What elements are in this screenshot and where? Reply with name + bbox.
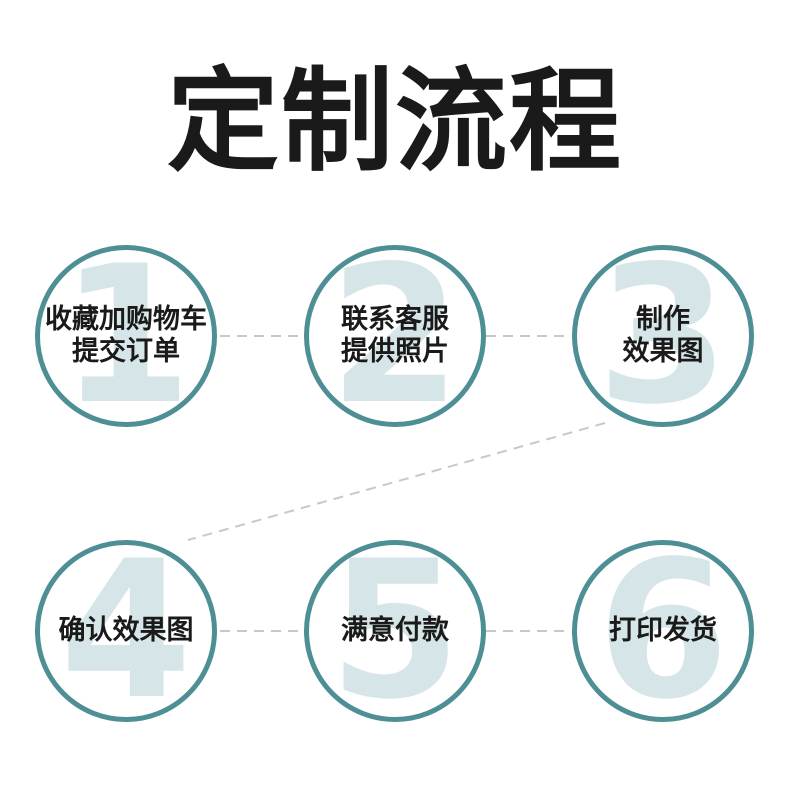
step-label: 满意付款 [309,545,481,717]
step-number: 4 [59,540,193,722]
step-label: 联系客服 提供照片 [309,250,481,422]
step-number: 1 [59,245,193,427]
step-label-line: 制作 [636,304,690,335]
step-label-line: 确认效果图 [58,615,194,646]
step-number: 6 [596,540,730,722]
step-label-line: 提供照片 [341,336,449,367]
step-number: 3 [596,245,730,427]
step-5: 5 满意付款 [304,540,486,722]
step-label: 确认效果图 [40,545,212,717]
step-label: 打印发货 [577,545,749,717]
connector-3-4 [187,422,606,541]
step-label-line: 满意付款 [341,615,449,646]
step-label-line: 提交订单 [72,336,180,367]
step-label-line: 联系客服 [341,304,449,335]
step-4: 4 确认效果图 [35,540,217,722]
step-label: 收藏加购物车 提交订单 [40,250,212,422]
step-label: 制作 效果图 [577,250,749,422]
step-label-line: 收藏加购物车 [45,304,207,335]
step-label-line: 打印发货 [609,615,717,646]
step-6: 6 打印发货 [572,540,754,722]
step-number: 5 [328,540,462,722]
step-number: 2 [328,245,462,427]
step-3: 3 制作 效果图 [572,245,754,427]
step-label-line: 效果图 [622,336,704,367]
step-1: 1 收藏加购物车 提交订单 [35,245,217,427]
step-2: 2 联系客服 提供照片 [304,245,486,427]
page-title: 定制流程 [167,57,623,187]
